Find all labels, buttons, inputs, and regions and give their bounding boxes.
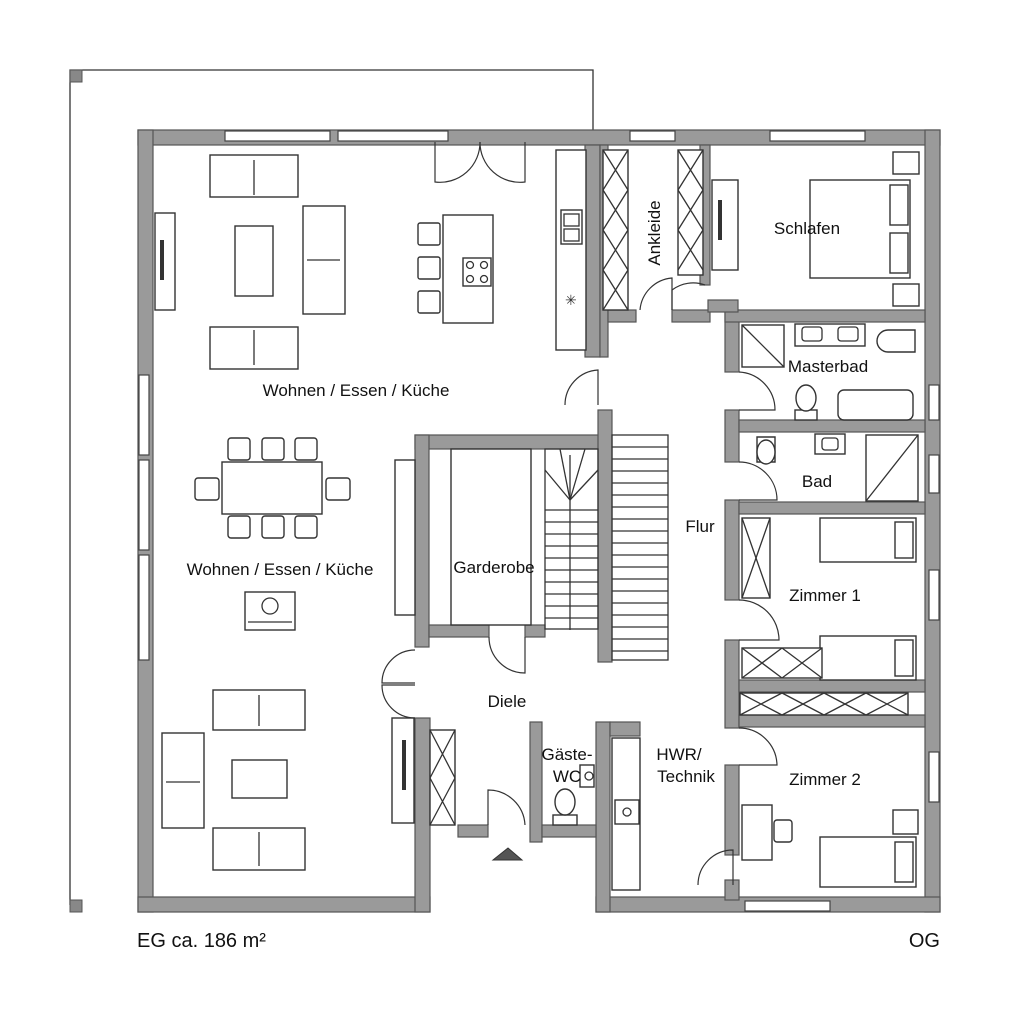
diele-wardrobe bbox=[429, 729, 456, 826]
stair-winder bbox=[569, 469, 599, 501]
living-furniture-bottom bbox=[161, 448, 532, 871]
room1-furniture bbox=[739, 517, 917, 716]
label-gaeste-wc-line1: Gäste- bbox=[541, 745, 592, 764]
label-gaeste-wc-line2: WC bbox=[553, 767, 581, 786]
label-hwr-line2: Technik bbox=[657, 767, 715, 786]
label-masterbad: Masterbad bbox=[788, 357, 868, 376]
masterbath-fixtures bbox=[741, 323, 916, 421]
label-diele: Diele bbox=[488, 692, 527, 711]
label-flur: Flur bbox=[685, 517, 715, 536]
bath-fixtures bbox=[756, 433, 919, 502]
label-bad: Bad bbox=[802, 472, 832, 491]
label-wohnen-mid: Wohnen / Essen / Küche bbox=[187, 560, 374, 579]
caption-eg-area: EG ca. 186 m² bbox=[137, 930, 266, 952]
room2-furniture bbox=[741, 804, 919, 888]
label-garderobe: Garderobe bbox=[453, 558, 534, 577]
stair-winder bbox=[569, 448, 586, 501]
hwr-fixtures bbox=[611, 737, 641, 891]
staircase bbox=[544, 434, 669, 661]
label-ankleide: Ankleide bbox=[645, 200, 664, 265]
bedroom-furniture bbox=[711, 151, 920, 307]
svg-text:✳: ✳ bbox=[565, 292, 577, 308]
stair-winder bbox=[544, 469, 571, 501]
living-furniture-top: ✳ bbox=[154, 149, 704, 370]
label-schlafen: Schlafen bbox=[774, 219, 840, 238]
wc-fixtures bbox=[552, 764, 595, 826]
interior-walls bbox=[414, 144, 926, 913]
dining-furniture bbox=[194, 437, 351, 631]
label-wohnen-top: Wohnen / Essen / Küche bbox=[263, 381, 450, 400]
windows bbox=[138, 130, 940, 912]
stair-winder bbox=[559, 448, 571, 501]
caption-og: OG bbox=[909, 930, 940, 952]
label-zimmer2: Zimmer 2 bbox=[789, 770, 861, 789]
terrace-outline bbox=[69, 69, 594, 913]
label-zimmer1: Zimmer 1 bbox=[789, 586, 861, 605]
doors bbox=[381, 141, 780, 886]
room-labels: Wohnen / Essen / Küche Wohnen / Essen / … bbox=[187, 200, 869, 789]
label-hwr-line1: HWR/ bbox=[656, 745, 702, 764]
